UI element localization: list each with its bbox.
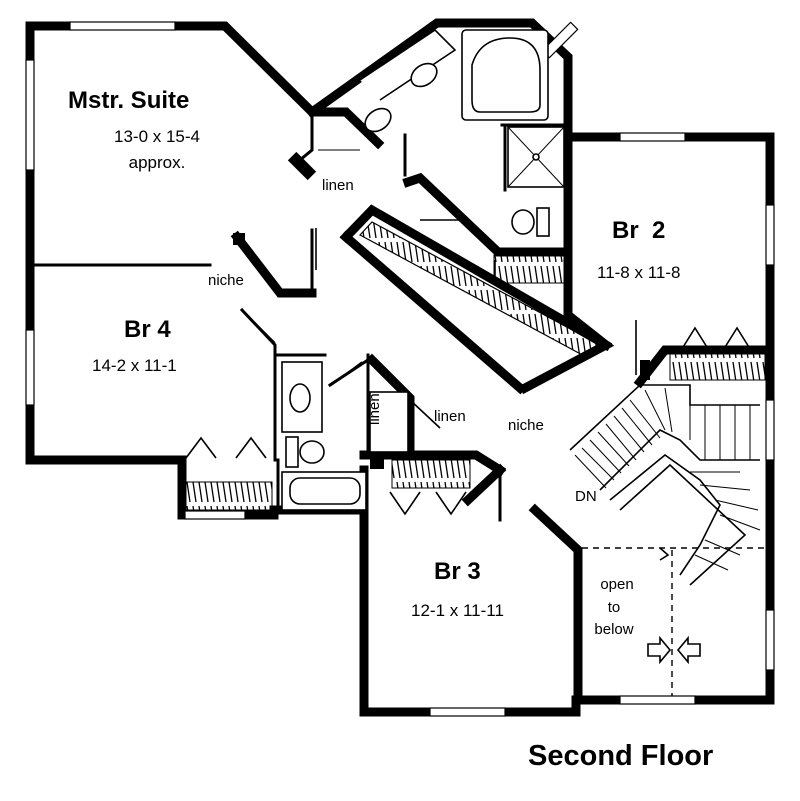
open-to-below-line1: open — [600, 576, 634, 593]
linen-label-vertical: linen — [366, 393, 383, 425]
closets — [185, 221, 766, 516]
stair-down-label: DN — [575, 488, 597, 505]
doors — [241, 119, 637, 549]
linen-label-mid: linen — [434, 408, 466, 425]
br2-dimensions: 11-8 x 11-8 — [597, 263, 681, 282]
open-to-below-line2: to — [607, 599, 621, 616]
br4-dimensions: 14-2 x 11-1 — [92, 356, 177, 375]
staircase — [569, 384, 761, 586]
master-suite-name: Mstr. Suite — [68, 87, 190, 114]
master-suite-note: approx. — [128, 153, 186, 172]
br2-name: Br 2 — [612, 217, 666, 244]
master-suite-dimensions: 13-0 x 15-4 — [114, 127, 200, 146]
niche-label-center: niche — [508, 417, 544, 434]
br4-name: Br 4 — [124, 316, 171, 343]
open-to-below — [582, 547, 766, 696]
floor-title: Second Floor — [528, 740, 714, 772]
open-to-below-line3: below — [594, 621, 634, 638]
br3-name: Br 3 — [434, 558, 481, 585]
linen-label-top: linen — [322, 177, 354, 194]
br3-dimensions: 12-1 x 11-11 — [411, 601, 504, 620]
niche-label-left: niche — [208, 272, 244, 289]
bath-fixtures — [281, 28, 565, 511]
windows — [25, 21, 775, 717]
